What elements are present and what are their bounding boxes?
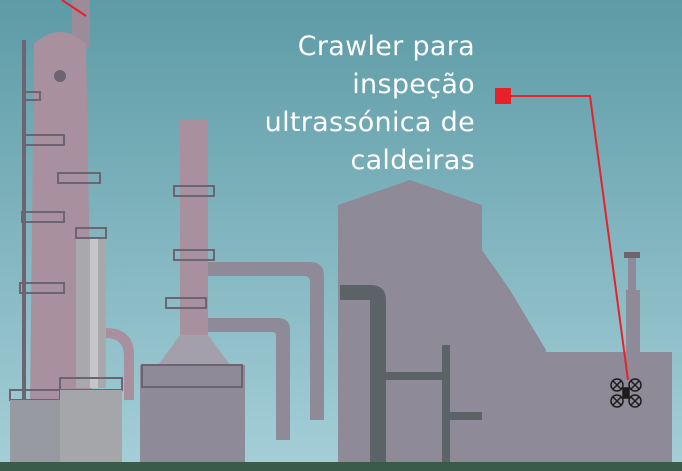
callout-label: Crawler para inspeção ultrassónica de ca… bbox=[215, 28, 475, 180]
callout-line-1: Crawler para bbox=[297, 31, 475, 62]
callout-line bbox=[61, 0, 629, 381]
ground bbox=[0, 462, 682, 471]
callout-line-4: caldeiras bbox=[350, 145, 475, 176]
crawler-robot-icon bbox=[610, 378, 642, 408]
callout-line-3: ultrassónica de bbox=[264, 107, 475, 138]
light-column bbox=[10, 227, 134, 471]
boiler-building bbox=[338, 180, 546, 471]
right-boiler bbox=[546, 252, 672, 471]
middle-chimney bbox=[140, 120, 324, 471]
callout-line-2: inspeção bbox=[352, 69, 475, 100]
